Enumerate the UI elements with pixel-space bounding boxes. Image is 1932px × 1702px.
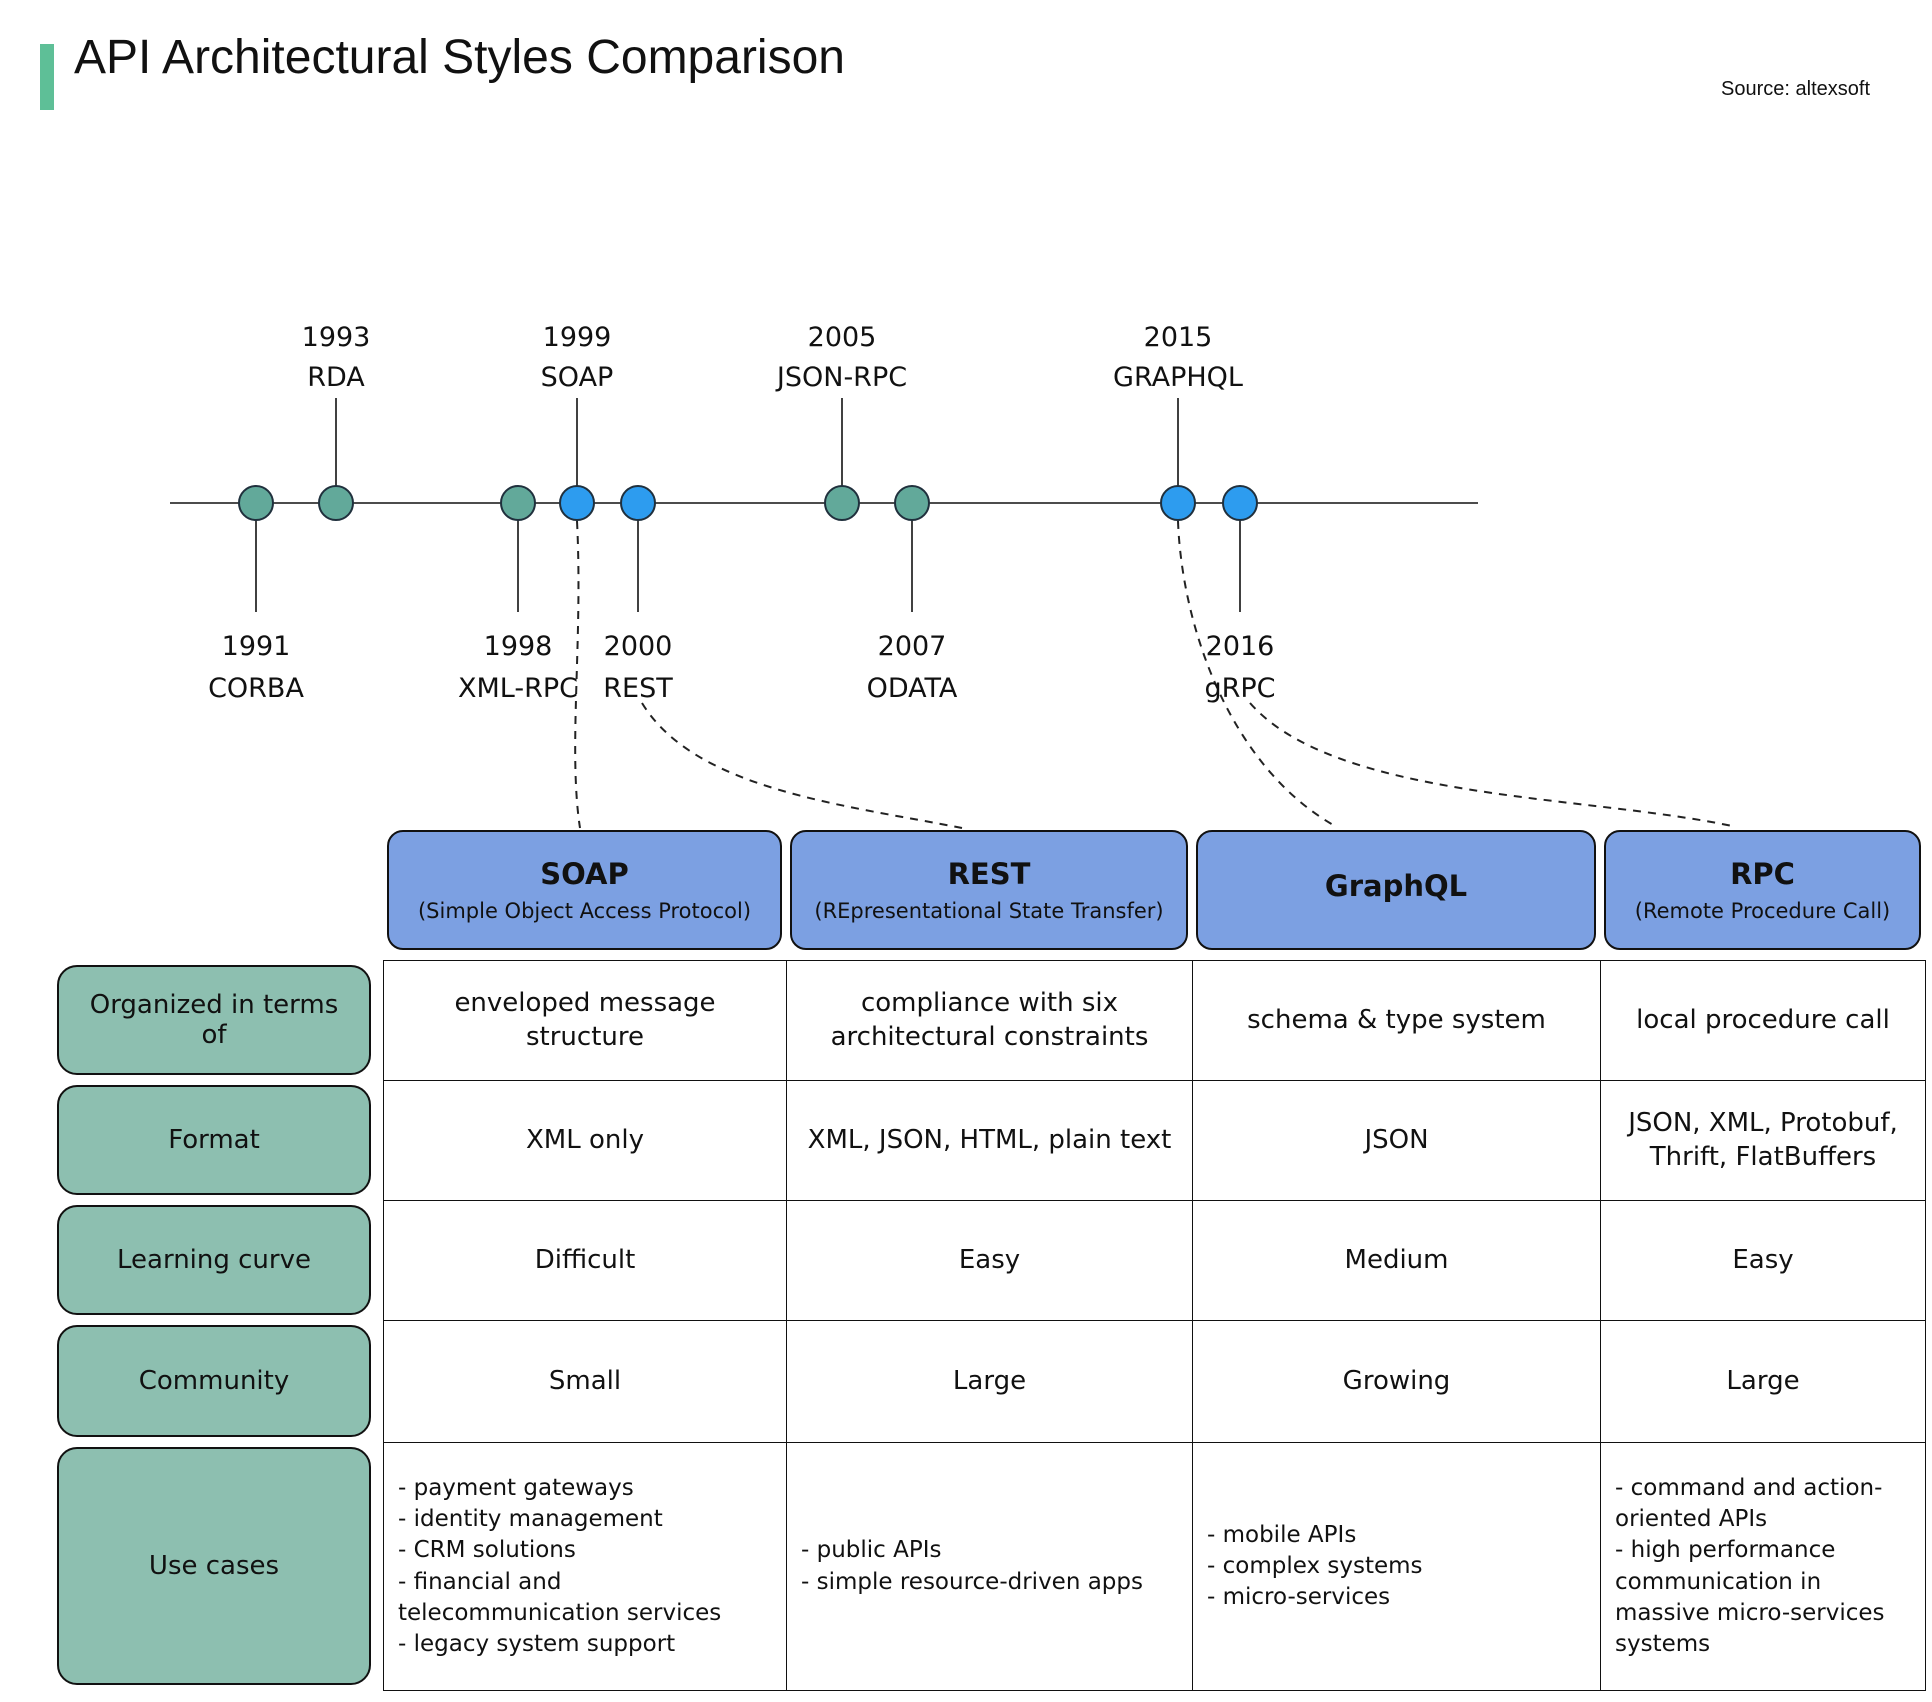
cell-usecases-graphql: - mobile APIs - complex systems - micro-… bbox=[1193, 1443, 1601, 1691]
cell-format-rest: XML, JSON, HTML, plain text bbox=[787, 1081, 1193, 1201]
cell-organized-rest: compliance with six architectural constr… bbox=[787, 961, 1193, 1081]
column-subtitle: (REpresentational State Transfer) bbox=[814, 899, 1164, 923]
table-column-headers: SOAP (Simple Object Access Protocol) RES… bbox=[383, 830, 1925, 950]
svg-text:1999: 1999 bbox=[543, 322, 612, 353]
dot-xml-rpc bbox=[500, 485, 536, 521]
cell-organized-soap: enveloped message structure bbox=[384, 961, 787, 1081]
timeline-item-grpc: 2016 gRPC bbox=[1204, 485, 1276, 704]
cell-learning-rest: Easy bbox=[787, 1201, 1193, 1321]
svg-text:1998: 1998 bbox=[484, 631, 553, 662]
dot-corba bbox=[238, 485, 274, 521]
svg-text:REST: REST bbox=[603, 673, 673, 704]
svg-text:2015: 2015 bbox=[1144, 322, 1213, 353]
dot-graphql bbox=[1160, 485, 1196, 521]
row-header-community: Community bbox=[57, 1325, 371, 1437]
svg-text:GRAPHQL: GRAPHQL bbox=[1113, 362, 1243, 393]
column-title: RPC bbox=[1730, 857, 1795, 891]
timeline-item-json-rpc: 2005 JSON-RPC bbox=[775, 322, 907, 521]
cell-learning-graphql: Medium bbox=[1193, 1201, 1601, 1321]
comparison-table: enveloped message structure compliance w… bbox=[383, 960, 1926, 1691]
connector-soap bbox=[574, 520, 581, 829]
svg-text:2005: 2005 bbox=[808, 322, 877, 353]
svg-text:2000: 2000 bbox=[604, 631, 673, 662]
table-row-headers: Organized in terms of Format Learning cu… bbox=[57, 960, 379, 1690]
column-header-graphql: GraphQL bbox=[1196, 830, 1596, 950]
svg-text:SOAP: SOAP bbox=[541, 362, 614, 393]
svg-text:2016: 2016 bbox=[1206, 631, 1275, 662]
dot-json-rpc bbox=[824, 485, 860, 521]
cell-organized-graphql: schema & type system bbox=[1193, 961, 1601, 1081]
connector-rest bbox=[641, 702, 963, 829]
cell-community-soap: Small bbox=[384, 1321, 787, 1443]
column-title: REST bbox=[947, 857, 1031, 891]
svg-text:JSON-RPC: JSON-RPC bbox=[775, 362, 907, 393]
cell-organized-rpc: local procedure call bbox=[1601, 961, 1926, 1081]
row-header-use-cases: Use cases bbox=[57, 1447, 371, 1685]
column-subtitle: (Remote Procedure Call) bbox=[1634, 899, 1891, 923]
column-header-rest: REST (REpresentational State Transfer) bbox=[790, 830, 1188, 950]
row-header-format: Format bbox=[57, 1085, 371, 1195]
title-accent-bar bbox=[40, 44, 54, 110]
timeline-item-rda: 1993 RDA bbox=[302, 322, 371, 521]
timeline-diagram: 1991 CORBA 1998 XML-RPC 2000 REST 2007 O… bbox=[170, 322, 1733, 829]
timeline-item-odata: 2007 ODATA bbox=[867, 485, 958, 704]
cell-community-rest: Large bbox=[787, 1321, 1193, 1443]
cell-usecases-soap: - payment gateways - identity management… bbox=[384, 1443, 787, 1691]
svg-text:XML-RPC: XML-RPC bbox=[458, 673, 578, 704]
connector-grpc bbox=[1249, 702, 1733, 827]
svg-text:1993: 1993 bbox=[302, 322, 371, 353]
row-header-learning-curve: Learning curve bbox=[57, 1205, 371, 1315]
dot-grpc bbox=[1222, 485, 1258, 521]
timeline-item-graphql: 2015 GRAPHQL bbox=[1113, 322, 1243, 521]
cell-learning-rpc: Easy bbox=[1601, 1201, 1926, 1321]
cell-format-graphql: JSON bbox=[1193, 1081, 1601, 1201]
cell-usecases-rpc: - command and action-oriented APIs - hig… bbox=[1601, 1443, 1926, 1691]
source-credit: Source: altexsoft bbox=[1721, 78, 1870, 100]
svg-text:gRPC: gRPC bbox=[1204, 673, 1275, 704]
cell-format-rpc: JSON, XML, Protobuf, Thrift, FlatBuffers bbox=[1601, 1081, 1926, 1201]
page-title: API Architectural Styles Comparison bbox=[74, 31, 845, 84]
column-title: GraphQL bbox=[1324, 869, 1468, 903]
cell-community-graphql: Growing bbox=[1193, 1321, 1601, 1443]
column-title: SOAP bbox=[540, 857, 629, 891]
dot-rest bbox=[620, 485, 656, 521]
svg-text:1991: 1991 bbox=[222, 631, 291, 662]
dot-rda bbox=[318, 485, 354, 521]
cell-learning-soap: Difficult bbox=[384, 1201, 787, 1321]
dot-odata bbox=[894, 485, 930, 521]
timeline-item-rest: 2000 REST bbox=[603, 485, 673, 704]
svg-text:ODATA: ODATA bbox=[867, 673, 958, 704]
row-header-organized: Organized in terms of bbox=[57, 965, 371, 1075]
cell-community-rpc: Large bbox=[1601, 1321, 1926, 1443]
timeline-item-soap: 1999 SOAP bbox=[541, 322, 614, 521]
column-subtitle: (Simple Object Access Protocol) bbox=[417, 899, 752, 923]
svg-text:CORBA: CORBA bbox=[208, 673, 304, 704]
svg-text:2007: 2007 bbox=[878, 631, 947, 662]
column-header-soap: SOAP (Simple Object Access Protocol) bbox=[387, 830, 782, 950]
connector-graphql bbox=[1177, 520, 1336, 827]
cell-usecases-rest: - public APIs - simple resource-driven a… bbox=[787, 1443, 1193, 1691]
column-header-rpc: RPC (Remote Procedure Call) bbox=[1604, 830, 1921, 950]
svg-text:RDA: RDA bbox=[307, 362, 365, 393]
cell-format-soap: XML only bbox=[384, 1081, 787, 1201]
timeline-item-corba: 1991 CORBA bbox=[208, 485, 304, 704]
dot-soap bbox=[559, 485, 595, 521]
timeline-item-xml-rpc: 1998 XML-RPC bbox=[458, 485, 578, 704]
